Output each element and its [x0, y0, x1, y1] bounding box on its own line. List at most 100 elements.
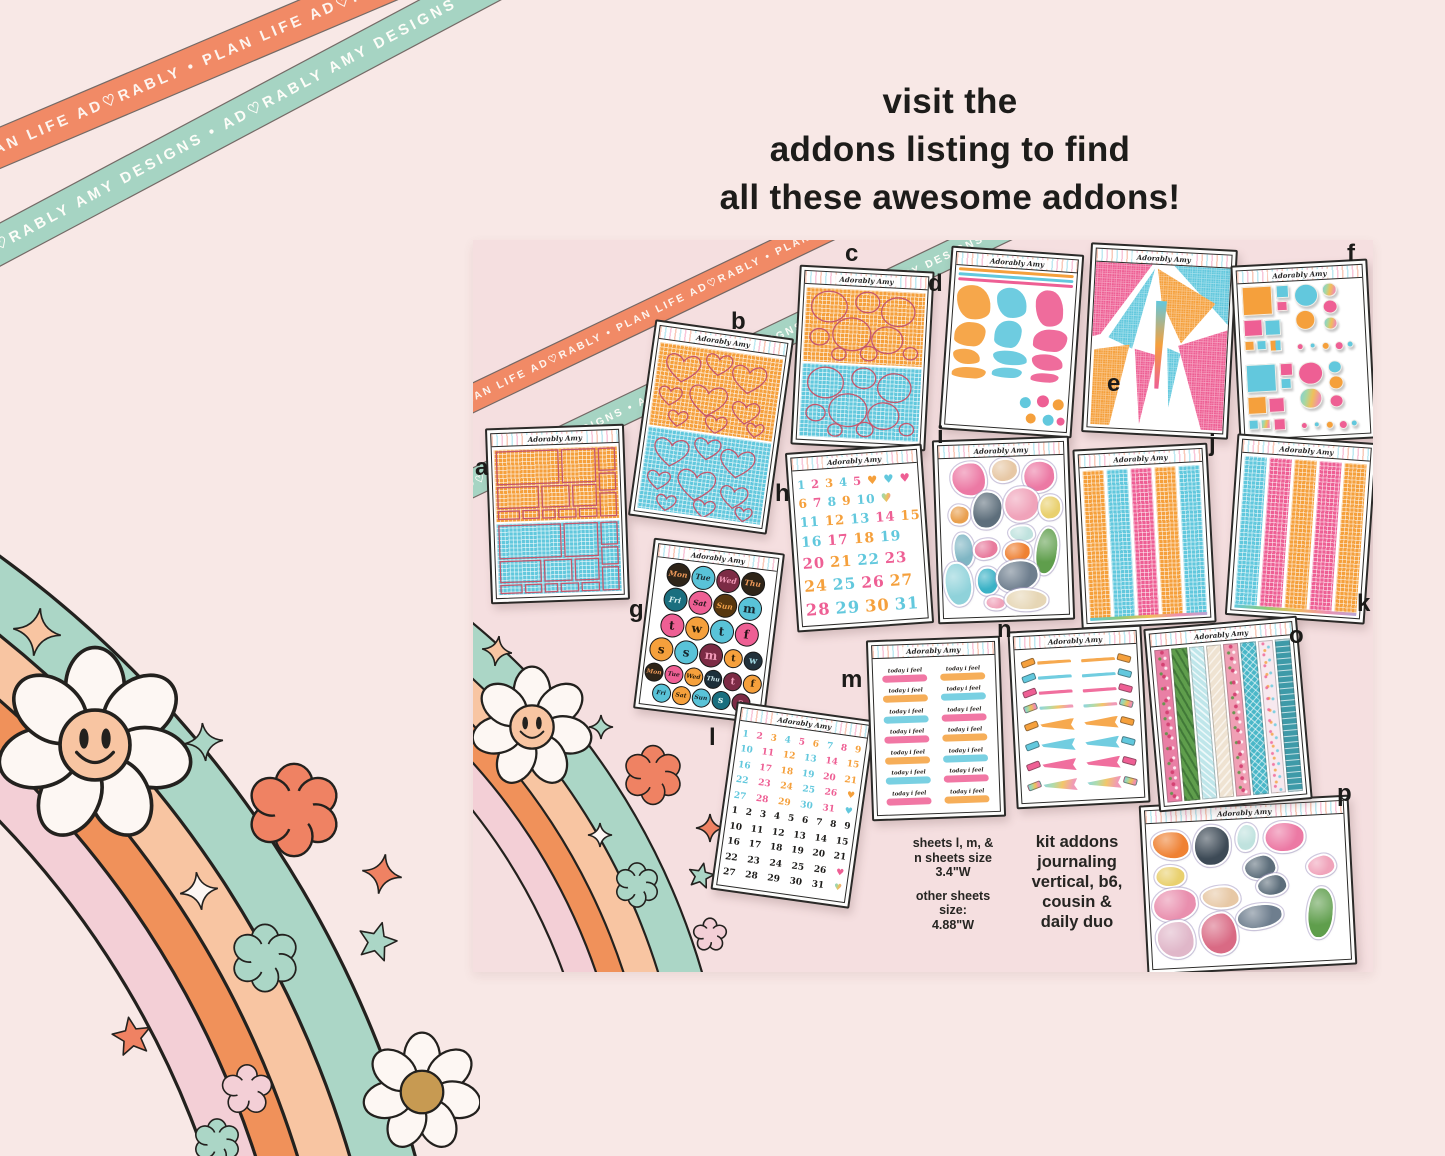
square-sticker: [1247, 396, 1267, 415]
sheet-label-g: g: [629, 596, 644, 623]
date-number: 7: [826, 740, 834, 752]
paint-stroke: [1030, 372, 1059, 384]
date-number: 6: [797, 495, 809, 512]
highlight-swatch: [943, 753, 989, 763]
paint-stroke: [1034, 289, 1065, 328]
pen-swoosh: [1041, 738, 1076, 752]
sheet-frame: Adorably Amy: [1148, 621, 1308, 807]
dot-sticker: [1296, 342, 1305, 351]
feel-box-sticker: today i feel: [882, 708, 930, 724]
addons-panel: PLAN LIFE AD♡RABLY • PLAN LIFE AD♡RABLY …: [473, 240, 1373, 972]
sheet-label-k: k: [1357, 590, 1371, 617]
heart-sticker: ♥: [833, 882, 843, 894]
rays-graphic: [1090, 261, 1231, 431]
day-sticker: Tue: [689, 564, 717, 591]
rainbow-outline: [0, 819, 207, 1156]
heart-sticker: ♥: [866, 472, 879, 487]
dot-sticker: [1346, 340, 1355, 348]
square-sticker: [1274, 284, 1290, 299]
brand-script: Adorably Amy: [1132, 251, 1196, 265]
square-sticker: [1245, 363, 1277, 394]
pen-swoosh: [1083, 687, 1117, 693]
dot-sticker: [1300, 421, 1309, 430]
paint-stroke: [995, 286, 1029, 319]
date-number: 27: [889, 569, 914, 590]
day-sticker: s: [648, 636, 675, 663]
highlight-swatch: [885, 755, 931, 765]
date-number: 18: [769, 842, 783, 855]
circle-sticker: [1297, 360, 1324, 386]
paint-dot: [1052, 399, 1065, 412]
sheet-label-l: l: [709, 724, 716, 751]
gold-daisy: [362, 1031, 480, 1148]
ribbon-plan-life-adorably: PLAN LIFE AD♡RABLY • PLAN LIFE AD♡RABLY …: [0, 0, 696, 178]
sparkle-peach: [12, 607, 62, 657]
sheet-label-m: m: [841, 666, 863, 693]
sheet-frame: Adorably Amy: [1086, 247, 1233, 435]
heart-sticker: ♥: [846, 790, 856, 802]
heart-sticker: ♥: [899, 469, 912, 485]
pen-swoosh-sticker: [1087, 775, 1139, 790]
dot-sticker: [1338, 419, 1348, 430]
clownfish-sticker: [1003, 541, 1030, 563]
highlight-swatch: [882, 673, 928, 683]
note-line: other sheets: [915, 888, 991, 903]
sheet-frame: Adorably Amy: [490, 428, 625, 600]
date-number: 14: [813, 833, 828, 845]
highlight-swatch: [886, 776, 932, 785]
hibiscus-flower-sticker: [1265, 822, 1304, 851]
box-outlines: [496, 519, 621, 595]
highlight-swatch: [886, 796, 933, 806]
circle-sticker: [1321, 282, 1337, 298]
pen-swoosh-sticker: [1020, 657, 1071, 669]
date-number: 15: [845, 759, 860, 771]
feel-box-label: today i feel: [946, 685, 981, 693]
marker-pen-icon: [1022, 702, 1039, 715]
date-number: 16: [800, 533, 824, 552]
paint-stroke: [993, 319, 1023, 349]
brand-script: Adorably Amy: [835, 273, 898, 287]
circle-sticker: [1299, 387, 1323, 410]
pen-swoosh-sticker: [1086, 755, 1138, 770]
circle-sticker: [1293, 283, 1319, 308]
marker-pen-icon: [1021, 672, 1037, 685]
highlight-swatch: [884, 735, 931, 744]
date-number: 23: [746, 855, 761, 867]
date-number: 22: [735, 774, 750, 787]
dolphin-sticker: [995, 558, 1040, 594]
grid-column: [1178, 465, 1208, 615]
circle-sticker: [1322, 316, 1338, 331]
rainbow-outline: [0, 554, 417, 1156]
date-number: 31: [821, 802, 836, 815]
circle-outlines: [799, 362, 922, 442]
rainbow-illustration: [0, 554, 480, 1156]
paint-stroke: [953, 321, 986, 348]
feel-box-label: today i feel: [948, 746, 983, 755]
date-number: 24: [768, 858, 783, 870]
seaweed-sticker: [1034, 527, 1060, 575]
sheet-body-o: [1151, 635, 1306, 806]
marker-pen-icon: [1118, 698, 1135, 709]
date-number: 14: [874, 508, 897, 526]
circle-sticker: [1328, 375, 1345, 391]
sparkle-coral: [362, 854, 402, 894]
marker-pen-icon: [1122, 776, 1139, 787]
day-sticker: w: [742, 650, 764, 672]
rainbow-outline: [473, 809, 565, 972]
highlight-swatch: [883, 694, 929, 703]
sheet-label-n: n: [997, 616, 1012, 643]
date-number: 4: [783, 734, 792, 746]
coral-flower: [250, 762, 338, 858]
brand-script: Adorably Amy: [902, 644, 965, 656]
pen-swoosh-sticker: [1084, 715, 1135, 730]
date-number: 5: [852, 473, 863, 488]
date-number: 13: [803, 753, 818, 765]
sheet-label-a: a: [475, 454, 489, 481]
day-sticker: s: [709, 690, 732, 712]
sheet-body-p: [1146, 814, 1351, 969]
pen-swoosh-sticker: [1026, 778, 1078, 793]
rainbow-outline: [0, 698, 299, 1156]
feel-box-label: today i feel: [947, 705, 982, 714]
pen-swoosh-sticker: [1081, 652, 1132, 664]
